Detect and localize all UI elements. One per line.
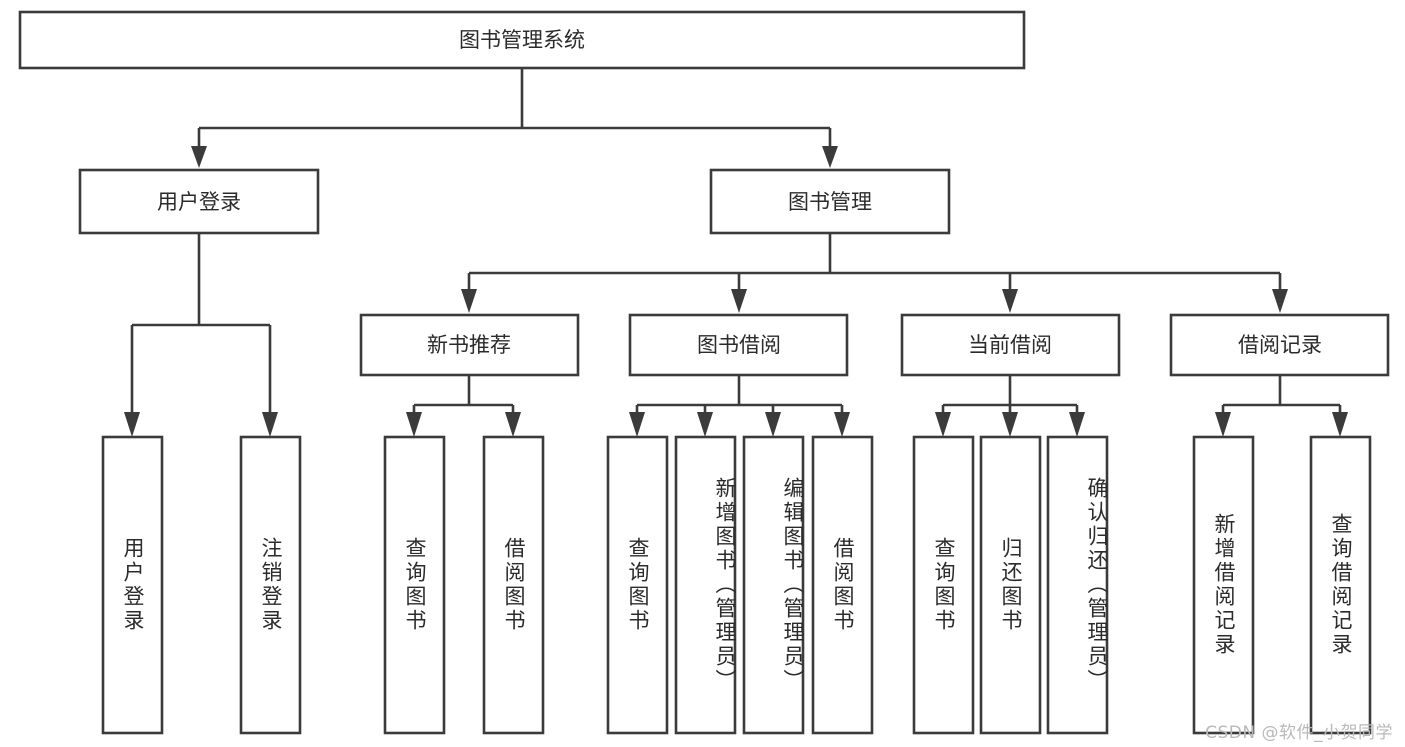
arrow-icon [124, 412, 140, 437]
arrow-icon [1332, 412, 1348, 437]
user-login-label: 用户登录 [157, 190, 241, 214]
connector-current-borrow-to-leaves [935, 375, 1085, 437]
leaf-box-add-record[interactable] [1192, 435, 1255, 735]
leaf-box-edit-book[interactable] [742, 435, 805, 735]
connector-new-book-recommend-to-leaves [406, 375, 521, 437]
arrow-icon [191, 146, 207, 168]
node-new-book-recommend[interactable]: 新书推荐 [359, 313, 580, 377]
leaf-box-borrow-book-1[interactable] [482, 435, 545, 735]
borrow-records-label: 借阅记录 [1238, 333, 1322, 357]
leaf-box-query-record[interactable] [1309, 435, 1372, 735]
connector-root-to-level2 [191, 68, 838, 168]
arrow-icon [834, 412, 850, 437]
arrow-icon [505, 412, 521, 437]
new-book-recommend-label: 新书推荐 [427, 333, 511, 357]
connector-borrow-records-to-leaves [1215, 375, 1348, 437]
new-book-recommend-box[interactable] [359, 313, 580, 377]
arrow-icon [935, 412, 951, 437]
book-borrow-label: 图书借阅 [697, 333, 781, 357]
leaf-box-query-book-3[interactable] [912, 435, 975, 735]
leaf-box-user-login[interactable] [101, 435, 164, 735]
node-root[interactable]: 图书管理系统 [18, 10, 1026, 70]
leaf-box-query-book-1[interactable] [383, 435, 446, 735]
root-label: 图书管理系统 [459, 28, 585, 52]
leaf-box-add-book[interactable] [674, 435, 737, 735]
arrow-icon [1215, 412, 1231, 437]
node-book-borrow[interactable]: 图书借阅 [628, 313, 849, 377]
connector-book-management-to-level3 [461, 233, 1288, 313]
arrow-icon [765, 412, 781, 437]
leaf-box-query-book-2[interactable] [606, 435, 669, 735]
leaf-box-confirm-return[interactable] [1046, 435, 1109, 735]
csdn-watermark: CSDN @软件_小贺同学 [1205, 723, 1393, 743]
arrow-icon [822, 146, 838, 168]
arrow-icon [1002, 289, 1018, 313]
arrow-icon [1002, 412, 1018, 437]
arrow-icon [262, 412, 278, 437]
root-box[interactable] [18, 10, 1026, 70]
user-login-box[interactable] [78, 168, 320, 235]
leaf-box-logout[interactable] [239, 435, 302, 735]
node-borrow-records[interactable]: 借阅记录 [1169, 313, 1390, 377]
leaf-box-borrow-book-2[interactable] [811, 435, 874, 735]
book-management-label: 图书管理 [788, 190, 872, 214]
current-borrow-box[interactable] [900, 313, 1121, 377]
current-borrow-label: 当前借阅 [968, 333, 1052, 357]
connector-book-borrow-to-leaves [629, 375, 850, 437]
node-book-management[interactable]: 图书管理 [709, 168, 951, 235]
arrow-icon [629, 412, 645, 437]
arrow-icon [697, 412, 713, 437]
connector-user-login-to-leaves [124, 233, 278, 437]
arrow-icon [1069, 412, 1085, 437]
arrow-icon [406, 412, 422, 437]
node-current-borrow[interactable]: 当前借阅 [900, 313, 1121, 377]
leaf-box-return-book[interactable] [979, 435, 1042, 735]
arrow-icon [731, 289, 747, 313]
arrow-icon [461, 289, 477, 313]
node-user-login[interactable]: 用户登录 [78, 168, 320, 235]
arrow-icon [1272, 289, 1288, 313]
